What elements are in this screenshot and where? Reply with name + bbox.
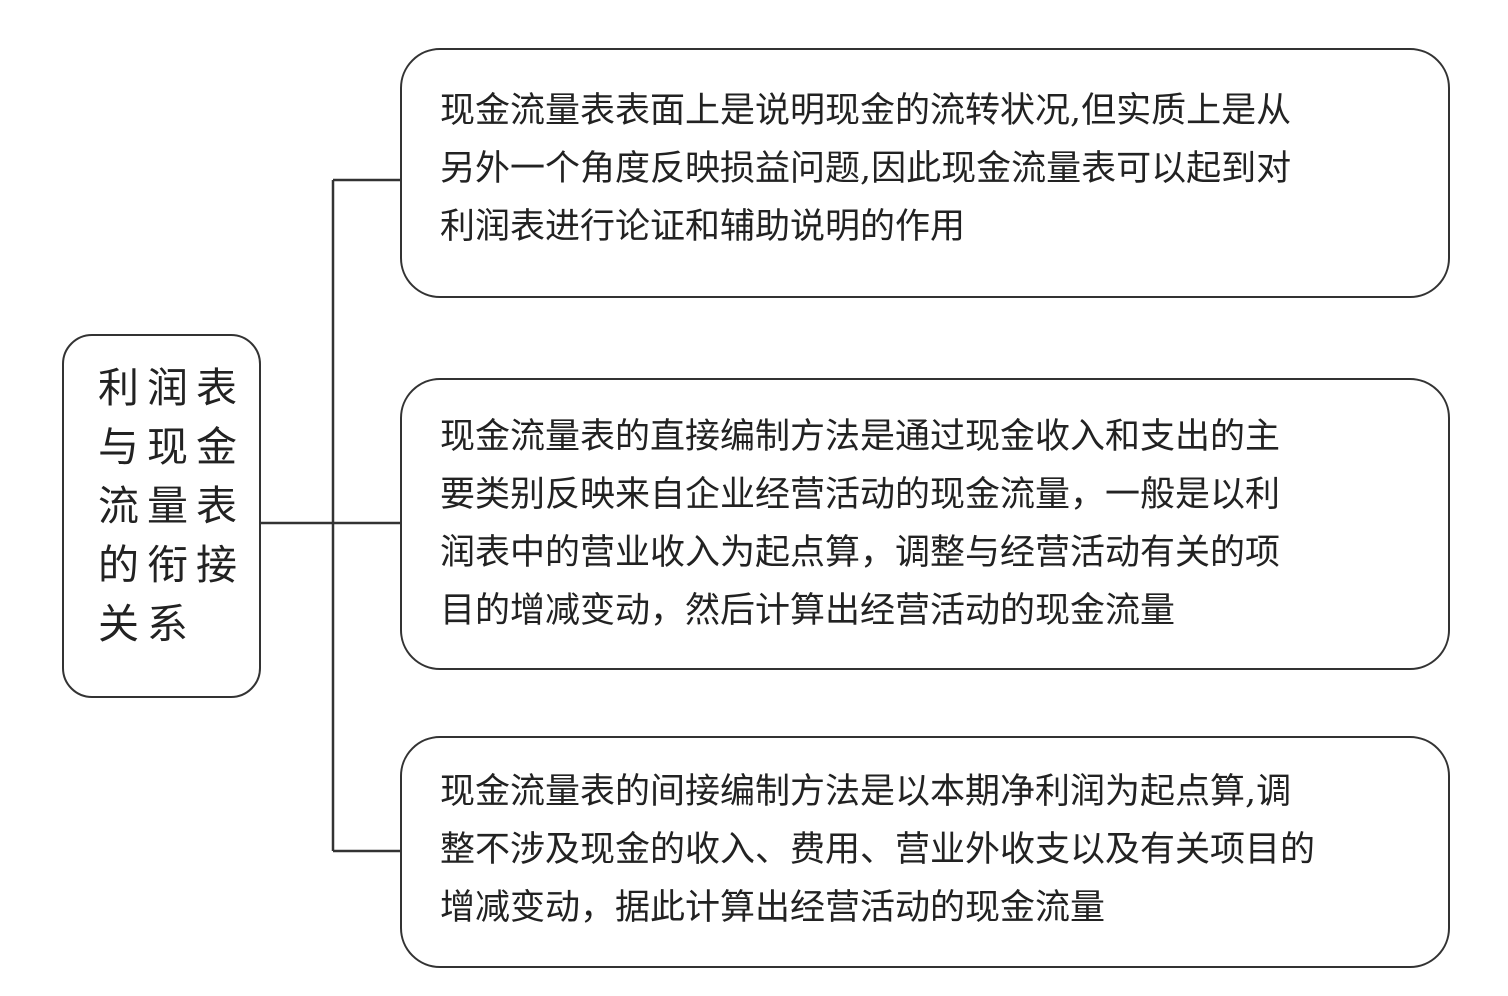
branch-text: 现金流量表的直接编制方法是通过现金收入和支出的主 要类别反映来自企业经营活动的现… (440, 408, 1418, 640)
branch-text-line: 整不涉及现金的收入、费用、营业外收支以及有关项目的 (440, 830, 1316, 870)
branch-text-line: 现金流量表的直接编制方法是通过现金收入和支出的主 (440, 417, 1281, 457)
branch-text-line: 润表中的营业收入为起点算，调整与经营活动有关的项 (440, 533, 1281, 573)
branch-node-3: 现金流量表的间接编制方法是以本期净利润为起点算,调 整不涉及现金的收入、费用、营… (400, 736, 1450, 968)
branch-text: 现金流量表的间接编制方法是以本期净利润为起点算,调 整不涉及现金的收入、费用、营… (440, 763, 1418, 937)
branch-text-line: 目的增减变动，然后计算出经营活动的现金流量 (440, 591, 1176, 631)
root-label-line: 与现金 (98, 423, 245, 471)
root-label-line: 利润表 (98, 364, 245, 412)
root-label-line: 流量表 (98, 482, 245, 530)
branch-text-line: 增减变动，据此计算出经营活动的现金流量 (440, 888, 1106, 928)
branch-text: 现金流量表表面上是说明现金的流转状况,但实质上是从 另外一个角度反映损益问题,因… (440, 82, 1418, 256)
root-label-line: 的衔接 (98, 541, 245, 589)
branch-text-line: 现金流量表表面上是说明现金的流转状况,但实质上是从 (440, 91, 1292, 131)
branch-node-2: 现金流量表的直接编制方法是通过现金收入和支出的主 要类别反映来自企业经营活动的现… (400, 378, 1450, 670)
branch-text-line: 另外一个角度反映损益问题,因此现金流量表可以起到对 (440, 149, 1292, 189)
branch-text-line: 要类别反映来自企业经营活动的现金流量，一般是以利 (440, 475, 1281, 515)
branch-node-1: 现金流量表表面上是说明现金的流转状况,但实质上是从 另外一个角度反映损益问题,因… (400, 48, 1450, 298)
branch-text-line: 利润表进行论证和辅助说明的作用 (440, 207, 966, 247)
root-node: 利润表 与现金 流量表 的衔接 关系 (62, 334, 261, 698)
root-label-line: 关系 (98, 600, 196, 648)
branch-text-line: 现金流量表的间接编制方法是以本期净利润为起点算,调 (440, 772, 1292, 812)
